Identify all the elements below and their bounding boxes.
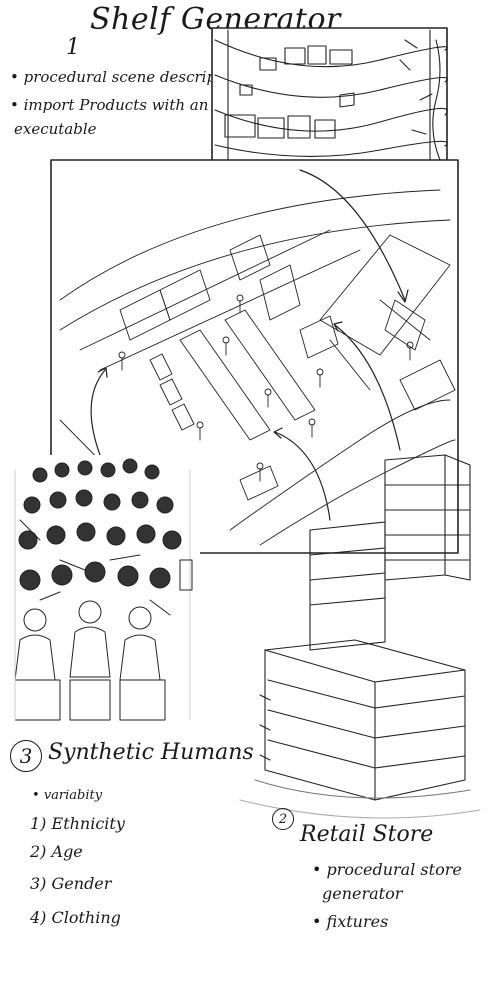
synthetic-humans-title: Synthetic Humans [48, 740, 254, 765]
section-2-number: 2 [272, 808, 294, 830]
store-bullet-generator-cont: generator [322, 884, 402, 903]
humans-bullet-ethnicity: 1) Ethnicity [30, 814, 125, 833]
section-3-number: 3 [10, 740, 42, 772]
retail-store-title: Retail Store [300, 822, 433, 847]
shelf-unit-sketch [212, 28, 447, 166]
crowd-sketch [10, 455, 200, 725]
store-bullet-fixtures: • fixtures [312, 912, 388, 931]
store-bullet-generator: • procedural store [312, 860, 462, 879]
humans-bullet-clothing: 4) Clothing [30, 908, 121, 927]
humans-bullet-gender: 3) Gender [30, 874, 111, 893]
humans-bullet-variability: • variabity [32, 788, 102, 803]
humans-bullet-age: 2) Age [30, 842, 83, 861]
